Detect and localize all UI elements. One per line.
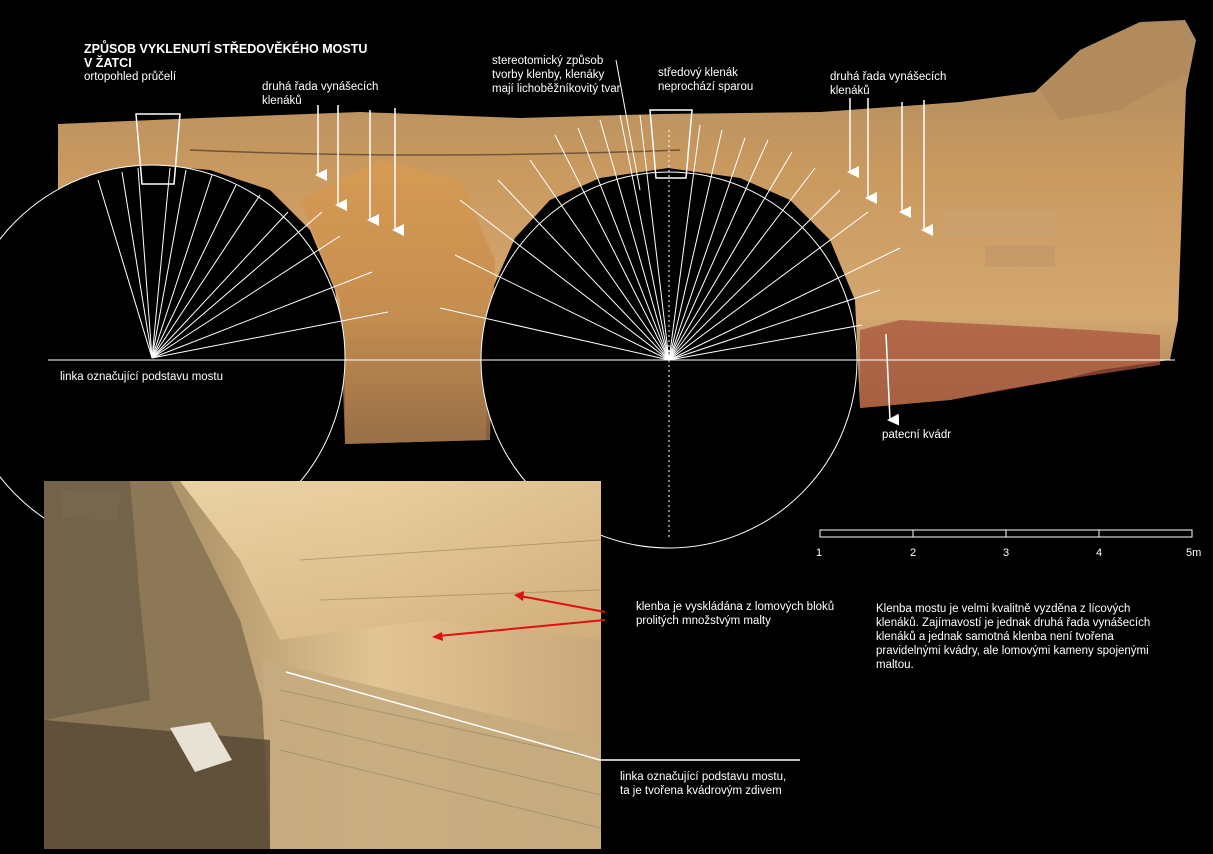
- stereo-pointer: [615, 59, 641, 191]
- rubble-red-arrows: [432, 591, 606, 641]
- photo-base-line: [285, 671, 800, 761]
- scale-tick-1: 1: [816, 547, 823, 559]
- central-keystone-label: středový klenák neprochází sparou: [658, 67, 754, 93]
- center-keystone-outline: [649, 109, 693, 179]
- second-row-arrows-right: [847, 98, 933, 236]
- title-block: ZPŮSOB VYKLENUTÍ STŘEDOVĚKÉHO MOSTU V ŽA…: [84, 42, 367, 84]
- base-line-label: linka označující podstavu mostu: [60, 371, 224, 383]
- heel-stone-arrow: [885, 333, 900, 426]
- rubble-vault-label: klenba je vyskládána z lomových bloků pr…: [636, 601, 835, 627]
- scale-tick-5m: 5m: [1186, 547, 1202, 559]
- scale-tick-3: 3: [1003, 547, 1010, 559]
- description-paragraph: Klenba mostu je velmi kvalitně vyzděna z…: [876, 603, 1151, 671]
- stereotomy-label: stereotomický způsob tvorby klenby, klen…: [492, 55, 621, 95]
- page-title-line2: V ŽATCI: [84, 56, 132, 70]
- photo-base-line-label: linka označující podstavu mostu, ta je t…: [620, 771, 787, 797]
- interior-vault-photo: [44, 481, 602, 849]
- right-radial-lines: [439, 114, 901, 361]
- left-radial-lines: [97, 167, 389, 359]
- left-keystone-outline: [135, 113, 181, 185]
- heel-stone-label: patecní kvádr: [882, 429, 952, 441]
- page-subtitle: ortopohled průčelí: [84, 71, 177, 83]
- scale-tick-2: 2: [910, 547, 917, 559]
- page-title: ZPŮSOB VYKLENUTÍ STŘEDOVĚKÉHO MOSTU: [84, 42, 368, 56]
- second-row-arrows-left: [315, 105, 404, 236]
- scale-bar: [819, 529, 1193, 538]
- scale-tick-4: 4: [1096, 547, 1103, 559]
- second-row-left-label: druhá řada vynášecích klenáků: [262, 81, 379, 107]
- second-row-right-label: druhá řada vynášecích klenáků: [830, 71, 947, 97]
